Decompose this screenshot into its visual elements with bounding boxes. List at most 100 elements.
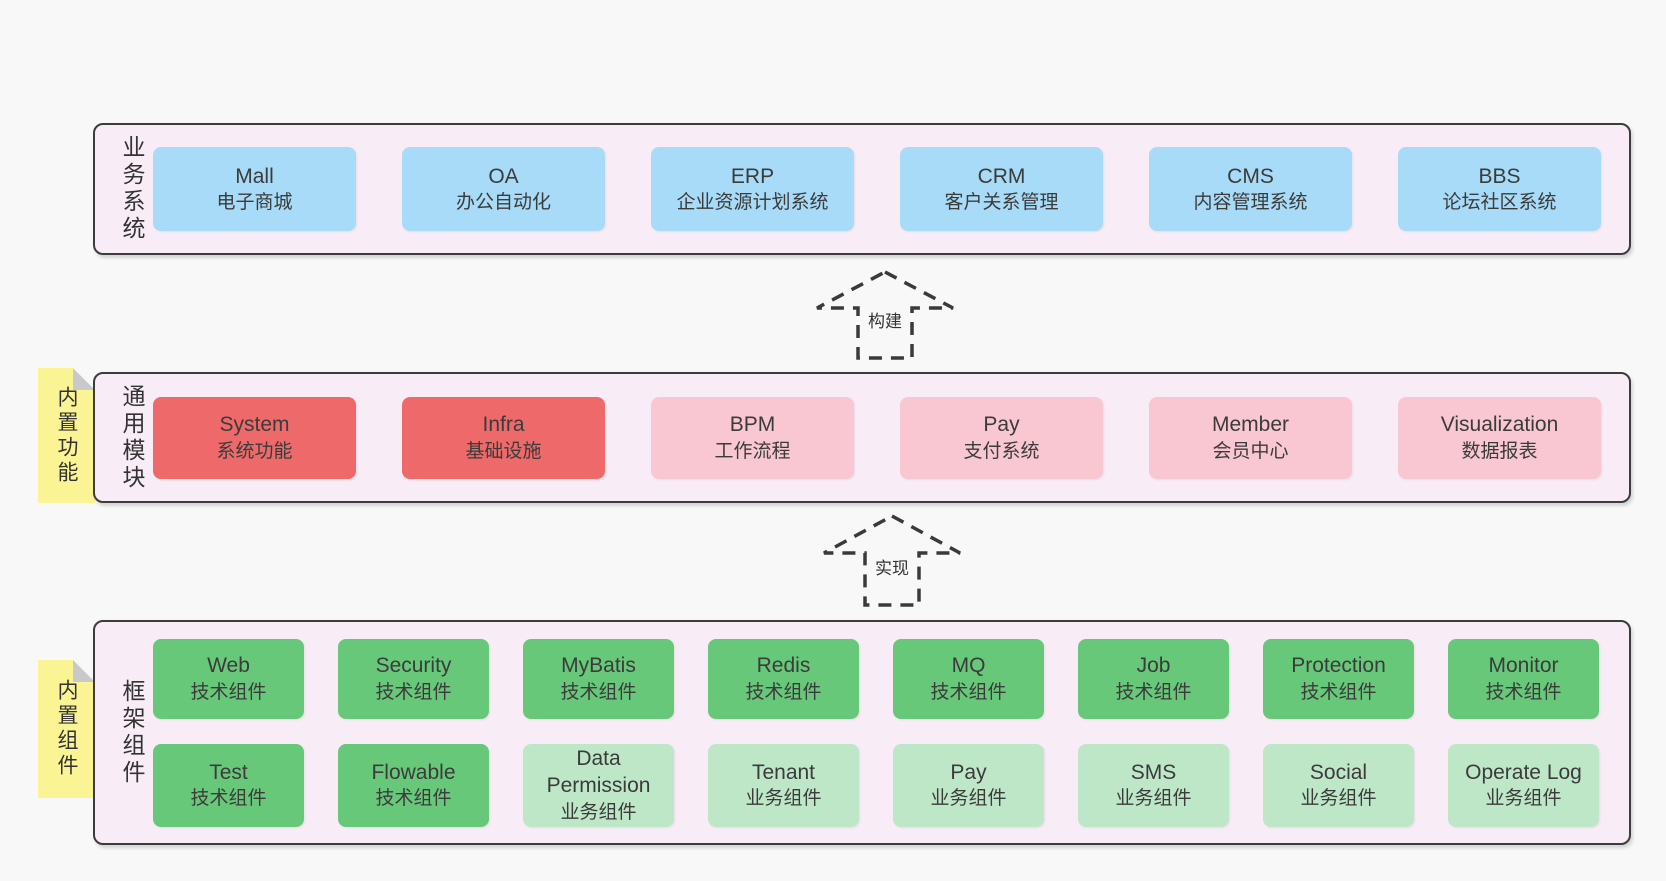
box-title: Tenant	[751, 760, 816, 784]
box-subtitle: 客户关系管理	[944, 192, 1059, 214]
box-subtitle: 业务组件	[1485, 788, 1562, 810]
box-subtitle: 基础设施	[465, 440, 542, 462]
box-pay-system: Pay 支付系统	[900, 396, 1103, 479]
box-title: Protection	[1291, 654, 1386, 678]
box-subtitle: 系统功能	[216, 440, 293, 462]
box-sms: SMS 业务组件	[1078, 743, 1229, 827]
box-system: System 系统功能	[153, 396, 356, 479]
box-crm: CRM 客户关系管理	[900, 147, 1103, 231]
modules-box-row: System 系统功能 Infra 基础设施 BPM 工作流程 Pay 支付系统…	[153, 396, 1601, 479]
box-subtitle: 内容管理系统	[1193, 192, 1308, 214]
box-title: OA	[488, 164, 519, 188]
box-bpm: BPM 工作流程	[651, 396, 854, 479]
box-subtitle: 技术组件	[1485, 681, 1562, 703]
box-title: CRM	[977, 164, 1026, 188]
components-rows: Web 技术组件 Security 技术组件 MyBatis 技术组件 Redi…	[153, 638, 1599, 827]
box-cms: CMS 内容管理系统	[1149, 147, 1352, 231]
box-subtitle: 技术组件	[375, 681, 452, 703]
box-tenant: Tenant 业务组件	[708, 743, 859, 827]
components-row-business: Test 技术组件 Flowable 技术组件 Data Permission …	[153, 743, 1599, 827]
box-subtitle: 工作流程	[714, 440, 791, 462]
box-title: Member	[1211, 413, 1290, 437]
business-box-row: Mall 电子商城 OA 办公自动化 ERP 企业资源计划系统 CRM 客户关系…	[153, 147, 1601, 231]
box-title: Redis	[756, 654, 811, 678]
box-pay-component: Pay 业务组件	[893, 743, 1044, 827]
box-title: CMS	[1227, 164, 1274, 188]
box-social: Social 业务组件	[1263, 743, 1414, 827]
box-job: Job 技术组件	[1078, 638, 1229, 719]
folded-corner-icon	[73, 660, 95, 682]
box-title: Web	[207, 654, 250, 678]
box-oa: OA 办公自动化	[402, 147, 605, 231]
band-label: 业务系统	[119, 135, 145, 243]
box-title: BBS	[1478, 164, 1521, 188]
box-title: Pay	[983, 413, 1020, 437]
box-mq: MQ 技术组件	[893, 638, 1044, 719]
box-subtitle: 论坛社区系统	[1442, 192, 1557, 214]
box-subtitle: 业务组件	[1115, 788, 1192, 810]
box-title: Monitor	[1488, 654, 1559, 678]
box-title: Operate Log	[1465, 760, 1582, 784]
box-monitor: Monitor 技术组件	[1448, 638, 1599, 719]
box-subtitle: 技术组件	[560, 681, 637, 703]
box-infra: Infra 基础设施	[402, 396, 605, 479]
box-subtitle: 企业资源计划系统	[676, 192, 829, 214]
box-title: Data Permission	[546, 746, 651, 798]
band-common-modules: 通用模块 System 系统功能 Infra 基础设施 BPM 工作流程 Pay…	[93, 372, 1631, 503]
box-subtitle: 技术组件	[745, 681, 822, 703]
box-title: Test	[209, 760, 248, 784]
box-title: Social	[1309, 760, 1368, 784]
box-title: SMS	[1130, 760, 1177, 784]
box-subtitle: 支付系统	[963, 440, 1040, 462]
box-subtitle: 技术组件	[1300, 681, 1377, 703]
band-framework-components: 框架组件 Web 技术组件 Security 技术组件 MyBatis 技术组件…	[93, 620, 1631, 845]
box-title: Infra	[482, 413, 525, 437]
box-title: Pay	[950, 760, 987, 784]
sticky-note-builtin-features: 内置功能	[38, 368, 95, 503]
box-erp: ERP 企业资源计划系统	[651, 147, 854, 231]
arrow-build: 构建	[813, 269, 957, 361]
box-title: MQ	[951, 654, 986, 678]
band-label: 框架组件	[119, 678, 145, 787]
box-redis: Redis 技术组件	[708, 638, 859, 719]
box-subtitle: 技术组件	[190, 788, 267, 810]
box-title: Visualization	[1440, 413, 1559, 437]
box-subtitle: 业务组件	[745, 788, 822, 810]
box-subtitle: 技术组件	[375, 788, 452, 810]
box-subtitle: 会员中心	[1212, 440, 1289, 462]
components-row-tech: Web 技术组件 Security 技术组件 MyBatis 技术组件 Redi…	[153, 638, 1599, 719]
box-title: System	[219, 413, 290, 437]
box-subtitle: 业务组件	[1300, 788, 1377, 810]
folded-corner-icon	[73, 368, 95, 390]
box-subtitle: 技术组件	[190, 681, 267, 703]
sticky-note-builtin-components: 内置组件	[38, 660, 95, 798]
box-subtitle: 业务组件	[930, 788, 1007, 810]
box-web: Web 技术组件	[153, 638, 304, 719]
box-title: BPM	[729, 413, 776, 437]
box-subtitle: 业务组件	[560, 802, 637, 824]
arrow-implement: 实现	[820, 513, 964, 608]
box-title: Mall	[235, 164, 274, 188]
box-subtitle: 技术组件	[1115, 681, 1192, 703]
box-bbs: BBS 论坛社区系统	[1398, 147, 1601, 231]
box-test: Test 技术组件	[153, 743, 304, 827]
box-subtitle: 技术组件	[930, 681, 1007, 703]
box-operate-log: Operate Log 业务组件	[1448, 743, 1599, 827]
arrow-label: 构建	[865, 311, 905, 334]
up-arrow-icon	[823, 514, 961, 607]
box-subtitle: 电子商城	[216, 192, 293, 214]
band-label: 通用模块	[119, 383, 145, 492]
box-title: Flowable	[371, 760, 456, 784]
box-subtitle: 办公自动化	[455, 192, 551, 214]
box-member: Member 会员中心	[1149, 396, 1352, 479]
box-visualization: Visualization 数据报表	[1398, 396, 1601, 479]
box-data-permission: Data Permission 业务组件	[523, 743, 674, 827]
box-mall: Mall 电子商城	[153, 147, 356, 231]
box-title: MyBatis	[561, 654, 636, 678]
box-title: Job	[1136, 654, 1171, 678]
sticky-note-label: 内置功能	[55, 385, 78, 486]
band-business-systems: 业务系统 Mall 电子商城 OA 办公自动化 ERP 企业资源计划系统 CRM…	[93, 123, 1631, 255]
box-title: ERP	[730, 164, 775, 188]
box-title: Security	[375, 654, 452, 678]
